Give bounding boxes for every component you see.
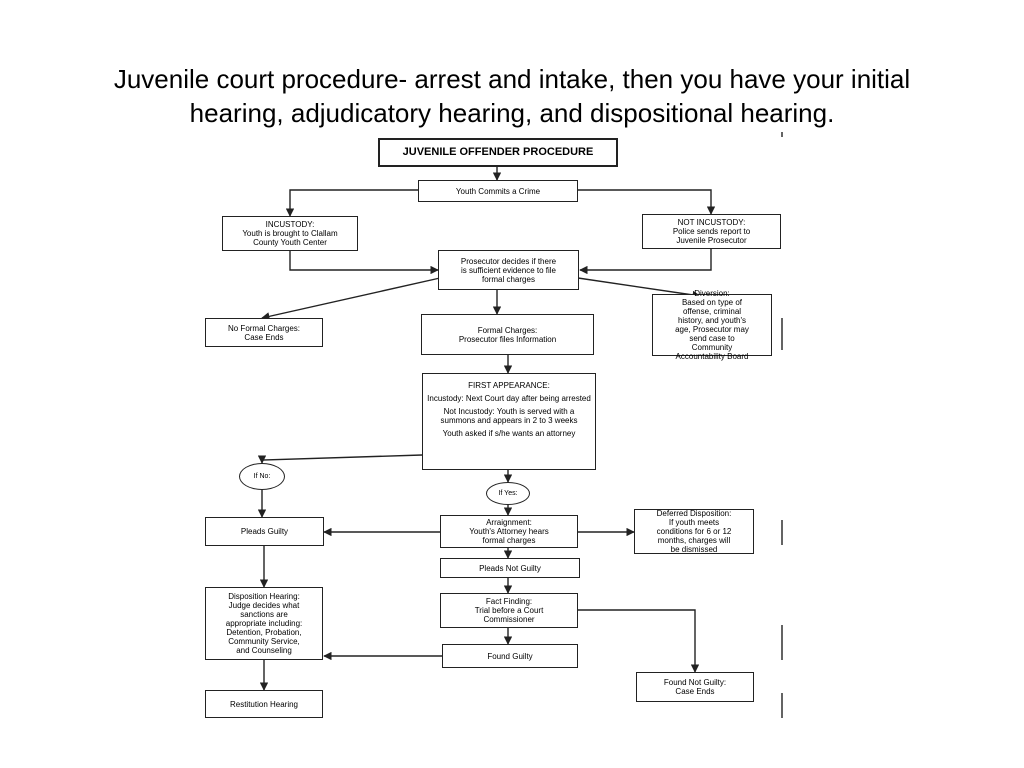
first-appearance-not-incustody: Not Incustody: Youth is served with a su… bbox=[440, 407, 578, 425]
arraignment-line: Youth's Attorney hears bbox=[469, 527, 549, 536]
connector-crime-to-incustody bbox=[285, 189, 418, 217]
if-yes-decision: If Yes: bbox=[486, 482, 530, 505]
found-guilty-box: Found Guilty bbox=[442, 644, 578, 668]
formal-charges-box: Formal Charges: Prosecutor files Informa… bbox=[421, 314, 594, 355]
no-formal-charges-line: No Formal Charges: bbox=[227, 323, 301, 333]
not-incustody-line: Police sends report to bbox=[672, 227, 751, 236]
formal-charges-line: Prosecutor files Information bbox=[458, 334, 557, 344]
disposition-line: Disposition Hearing: bbox=[228, 592, 300, 601]
diversion-line: Diversion: bbox=[694, 289, 730, 298]
first-appearance-attorney: Youth asked if s/he wants an attorney bbox=[442, 429, 576, 438]
restitution-hearing-text: Restitution Hearing bbox=[229, 699, 299, 709]
disposition-line: sanctions are bbox=[240, 610, 288, 619]
flowchart-heading: JUVENILE OFFENDER PROCEDURE bbox=[378, 138, 618, 167]
not-incustody-line: Juvenile Prosecutor bbox=[676, 236, 747, 245]
no-formal-charges-line: Case Ends bbox=[244, 332, 284, 342]
deferred-line: be dismissed bbox=[670, 545, 718, 554]
pleads-guilty-box: Pleads Guilty bbox=[205, 517, 324, 546]
found-not-guilty-line: Found Not Guilty: bbox=[663, 678, 727, 687]
pleads-not-guilty-box: Pleads Not Guilty bbox=[440, 558, 580, 578]
not-incustody-box: NOT INCUSTODY: Police sends report to Ju… bbox=[642, 214, 781, 249]
arraignment-line: formal charges bbox=[482, 536, 536, 545]
incustody-line: County Youth Center bbox=[253, 238, 327, 247]
if-no-label: If No: bbox=[253, 473, 271, 480]
diversion-line: history, and youth's bbox=[677, 316, 747, 325]
incustody-line: Youth is brought to Clallam bbox=[242, 229, 338, 238]
connector-fact-finding-to-not-guilty bbox=[578, 609, 700, 673]
fact-finding-box: Fact Finding: Trial before a Court Commi… bbox=[440, 593, 578, 628]
diversion-line: Based on type of bbox=[681, 298, 743, 307]
slide-title: Juvenile court procedure- arrest and int… bbox=[40, 62, 984, 130]
if-no-decision: If No: bbox=[239, 463, 285, 490]
disposition-line: Detention, Probation, bbox=[226, 628, 302, 637]
connector-prosecutor-to-diversion bbox=[577, 277, 701, 300]
connector-crime-to-not-incustody bbox=[578, 189, 716, 215]
first-appearance-incustody: Incustody: Next Court day after being ar… bbox=[427, 394, 591, 403]
deferred-line: months, charges will bbox=[657, 536, 731, 545]
restitution-hearing-box: Restitution Hearing bbox=[205, 690, 323, 718]
found-not-guilty-line: Case Ends bbox=[675, 687, 715, 696]
flowchart-heading-text: JUVENILE OFFENDER PROCEDURE bbox=[402, 146, 594, 158]
prosecutor-line: is sufficient evidence to file bbox=[460, 265, 556, 275]
diversion-box: Diversion: Based on type of offense, cri… bbox=[652, 289, 772, 361]
first-appearance-heading: FIRST APPEARANCE: bbox=[468, 381, 550, 390]
slide-title-line-1: Juvenile court procedure- arrest and int… bbox=[113, 64, 911, 94]
no-formal-charges-box: No Formal Charges: Case Ends bbox=[205, 318, 323, 347]
prosecutor-decides-box: Prosecutor decides if there is sufficien… bbox=[438, 250, 579, 290]
disposition-line: appropriate including: bbox=[225, 619, 303, 628]
diversion-line: Accountability Board bbox=[675, 352, 749, 361]
found-not-guilty-box: Found Not Guilty: Case Ends bbox=[636, 672, 754, 702]
fact-finding-line: Fact Finding: bbox=[485, 597, 533, 606]
arraignment-box: Arraignment: Youth's Attorney hears form… bbox=[440, 515, 578, 548]
disposition-hearing-box: Disposition Hearing: Judge decides what … bbox=[205, 587, 323, 660]
fact-finding-line: Trial before a Court bbox=[474, 606, 544, 615]
disposition-line: Community Service, bbox=[228, 637, 300, 646]
fact-finding-line: Commissioner bbox=[483, 615, 535, 624]
diversion-line: offense, criminal bbox=[682, 307, 742, 316]
connector-not-incustody-to-prosecutor bbox=[579, 249, 712, 275]
disposition-line: Judge decides what bbox=[228, 601, 300, 610]
deferred-disposition-box: Deferred Disposition: If youth meets con… bbox=[634, 509, 754, 554]
diversion-line: age, Prosecutor may bbox=[675, 325, 749, 334]
deferred-line: conditions for 6 or 12 bbox=[656, 527, 732, 536]
deferred-line: Deferred Disposition: bbox=[656, 509, 732, 518]
formal-charges-line: Formal Charges: bbox=[477, 325, 538, 335]
if-yes-label: If Yes: bbox=[498, 490, 518, 497]
youth-commits-crime-box: Youth Commits a Crime bbox=[418, 180, 578, 202]
found-guilty-text: Found Guilty bbox=[487, 651, 533, 661]
arraignment-line: Arraignment: bbox=[486, 518, 532, 527]
slide-title-line-2: hearing, adjudicatory hearing, and dispo… bbox=[189, 98, 835, 128]
connector-incustody-to-prosecutor bbox=[289, 251, 439, 275]
disposition-line: and Counseling bbox=[236, 646, 292, 655]
not-incustody-line: NOT INCUSTODY: bbox=[677, 218, 746, 227]
first-appearance-box: FIRST APPEARANCE: Incustody: Next Court … bbox=[422, 373, 596, 470]
incustody-box: INCUSTODY: Youth is brought to Clallam C… bbox=[222, 216, 358, 251]
incustody-line: INCUSTODY: bbox=[265, 220, 315, 229]
youth-commits-crime-text: Youth Commits a Crime bbox=[455, 186, 541, 196]
pleads-guilty-text: Pleads Guilty bbox=[240, 527, 289, 536]
diversion-line: send case to bbox=[689, 334, 735, 343]
prosecutor-line: formal charges bbox=[482, 274, 535, 284]
deferred-line: If youth meets bbox=[668, 518, 720, 527]
connector-prosecutor-to-no-charges bbox=[261, 277, 441, 321]
connector-first-to-if-no bbox=[257, 454, 423, 464]
prosecutor-line: Prosecutor decides if there bbox=[460, 256, 557, 266]
diversion-line: Community bbox=[691, 343, 733, 352]
pleads-not-guilty-text: Pleads Not Guilty bbox=[479, 563, 541, 573]
